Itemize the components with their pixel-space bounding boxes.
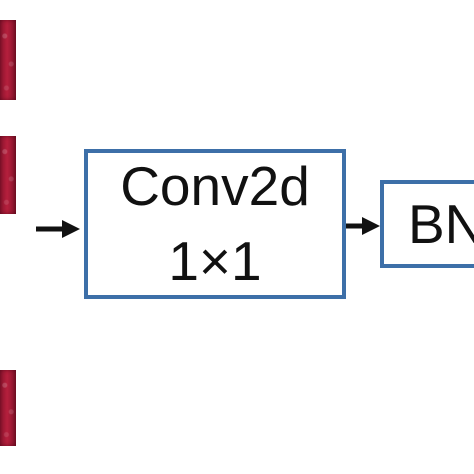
conv2d-label: Conv2d <box>120 155 310 217</box>
kernel-size-label: 1×1 <box>168 230 262 292</box>
input-arrow <box>36 220 80 238</box>
bn-label: BN <box>408 192 474 255</box>
feature-map-slice-2 <box>0 136 16 214</box>
feature-map-slice-3 <box>0 370 16 446</box>
conv-to-bn-arrow <box>346 217 380 235</box>
feature-map-slice-1 <box>0 20 16 100</box>
conv2d-block: Conv2d 1×1 <box>84 149 346 299</box>
batchnorm-block: BN <box>380 180 474 268</box>
